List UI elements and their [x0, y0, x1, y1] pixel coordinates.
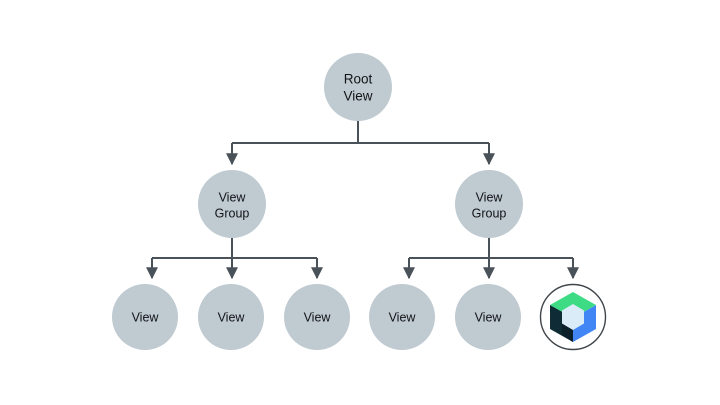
node-view-leaf-2[interactable]: View	[198, 284, 264, 350]
node-root-view[interactable]: Root View	[324, 53, 392, 121]
jetpack-compose-logo-icon	[550, 292, 596, 342]
view-leaf-3-label: View	[304, 310, 332, 324]
view-leaf-4-circle[interactable]	[369, 284, 435, 350]
node-view-leaf-1[interactable]: View	[112, 284, 178, 350]
view-leaf-4-label: View	[389, 310, 417, 324]
view-group-right-label-line-1: View	[476, 190, 504, 204]
view-leaf-1-label: View	[132, 310, 160, 324]
view-leaf-5-label: View	[475, 310, 503, 324]
view-leaf-5-circle[interactable]	[455, 284, 521, 350]
root-view-circle[interactable]	[324, 53, 392, 121]
view-leaf-3-circle[interactable]	[284, 284, 350, 350]
node-view-group-right[interactable]: View Group	[455, 170, 523, 238]
root-view-label-line-2: View	[343, 89, 372, 104]
view-group-left-label-line-1: View	[219, 190, 247, 204]
view-group-left-label-line-2: Group	[215, 206, 250, 220]
edge-group-right-viewgroup-to-views	[403, 238, 579, 280]
view-group-right-label-line-2: Group	[472, 206, 507, 220]
view-group-left-circle[interactable]	[198, 170, 266, 238]
view-leaf-1-circle[interactable]	[112, 284, 178, 350]
root-view-label-line-1: Root	[344, 72, 373, 87]
compose-logo-right-face	[573, 305, 596, 342]
view-leaf-2-circle[interactable]	[198, 284, 264, 350]
compose-logo-inner-hexagon	[562, 304, 584, 330]
edge-group-root-to-viewgroups	[226, 121, 495, 166]
view-leaf-2-label: View	[218, 310, 246, 324]
node-compose[interactable]	[539, 283, 607, 351]
edge-group-left-viewgroup-to-views	[146, 238, 323, 280]
node-view-group-left[interactable]: View Group	[198, 170, 266, 238]
node-view-leaf-4[interactable]: View	[369, 284, 435, 350]
node-view-leaf-3[interactable]: View	[284, 284, 350, 350]
view-group-right-circle[interactable]	[455, 170, 523, 238]
node-view-leaf-5[interactable]: View	[455, 284, 521, 350]
